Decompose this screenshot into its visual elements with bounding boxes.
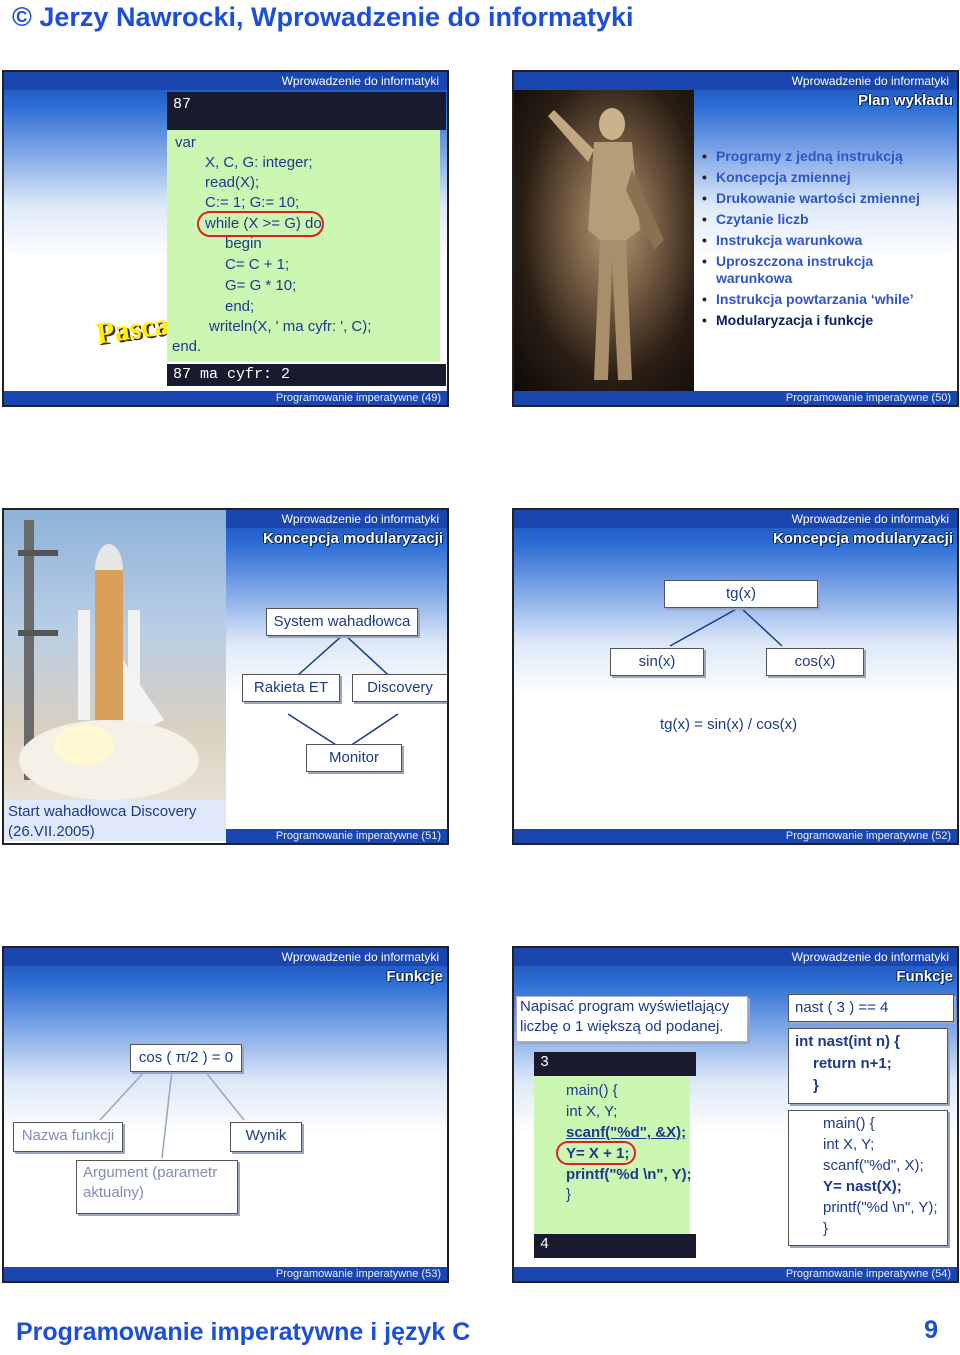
lecture-plan-list: Programy z jedną instrukcją Koncepcja zm… (700, 148, 950, 333)
statue-photo (514, 90, 694, 391)
code-line: main() { (566, 1082, 618, 1099)
slide-title: Koncepcja modularyzacji (772, 530, 953, 547)
slide-footer: Programowanie imperatywne (49) (4, 391, 447, 405)
code-line: printf("%d \n", Y); (823, 1199, 938, 1216)
slide-header: Wprowadzenie do informatyki (514, 510, 957, 528)
code-line: } (823, 1220, 829, 1237)
code-line: printf("%d \n", Y); (566, 1166, 692, 1183)
slide-54: Wprowadzenie do informatyki Funkcje Napi… (512, 946, 959, 1283)
result-label: Wynik (230, 1122, 302, 1152)
code-line: Y= X + 1; (566, 1145, 630, 1162)
slide-50: Wprowadzenie do informatyki Plan wykładu… (512, 70, 959, 407)
pascal-input-terminal: 87 (167, 92, 446, 130)
tg-tree-lines (669, 606, 783, 647)
slide-53: Wprowadzenie do informatyki Funkcje cos … (2, 946, 449, 1283)
code-line: X, C, G: integer; (205, 154, 313, 171)
photo-caption: Start wahadłowca Discovery (26.VII.2005) (4, 800, 226, 841)
code-line: main() { (823, 1115, 875, 1132)
slide-footer: Programowanie imperatywne (52) (514, 829, 957, 843)
nast-call-box: nast ( 3 ) == 4 (788, 994, 954, 1022)
slide-title: Funkcje (386, 968, 443, 985)
plan-item: Czytanie liczb (700, 211, 950, 228)
slide-title: Plan wykładu (857, 92, 953, 109)
tg-root-box: tg(x) (664, 580, 818, 608)
code-line: return n+1; (813, 1055, 892, 1072)
plan-item: Uproszczona instrukcja warunkowa (700, 253, 950, 287)
task-description: Napisać program wyświetlający liczbę o 1… (516, 996, 748, 1042)
code-line: end. (172, 338, 202, 355)
slide-title: Koncepcja modularyzacji (262, 530, 443, 547)
argument-label: Argument (parametr aktualny) (76, 1160, 238, 1214)
pascal-output-terminal: 87 ma cyfr: 2 (167, 364, 446, 386)
c-output-terminal: 4 (534, 1234, 696, 1258)
plan-item: Instrukcja warunkowa (700, 232, 950, 249)
document-title: © Jerzy Nawrocki, Wprowadzenie do inform… (12, 2, 634, 32)
slide-footer: Programowanie imperatywne (54) (514, 1267, 957, 1281)
code-line: C:= 1; G:= 10; (205, 194, 300, 211)
code-line: writeln(X, ' ma cyfr: ', C); (209, 318, 372, 335)
slide-49: Wprowadzenie do informatyki Pascal 87 va… (2, 70, 449, 407)
code-line: scanf("%d", &X); (566, 1124, 687, 1141)
function-parts-lines (99, 1069, 245, 1159)
code-line: C= C + 1; (225, 256, 290, 273)
function-name-label: Nazwa funkcji (13, 1122, 123, 1152)
slide-51: Wprowadzenie do informatyki Koncepcja mo… (2, 508, 449, 845)
tree-root-box: System wahadłowca (266, 608, 418, 636)
while-highlight-ring (197, 211, 324, 237)
c-input-terminal: 3 (534, 1052, 696, 1076)
main-with-nast-box: main() { int X, Y; scanf("%d", X); Y= na… (788, 1110, 948, 1246)
slide-header: Wprowadzenie do informatyki (4, 72, 447, 90)
slide-footer: Programowanie imperatywne (51) (226, 829, 447, 843)
code-line: begin (225, 235, 262, 252)
assignment-highlight-ring (556, 1141, 636, 1165)
code-line: G= G * 10; (225, 277, 297, 294)
function-expression-box: cos ( π/2 ) = 0 (130, 1044, 242, 1072)
slide-header: Wprowadzenie do informatyki (514, 72, 957, 90)
slide-footer: Programowanie imperatywne (50) (514, 391, 957, 405)
tree-left-box: Rakieta ET (242, 674, 340, 702)
nast-definition-box: int nast(int n) { return n+1; } (788, 1028, 948, 1104)
code-line: } (566, 1186, 572, 1203)
statue-figure-icon (548, 108, 664, 380)
slide-52: Wprowadzenie do informatyki Koncepcja mo… (512, 508, 959, 845)
code-line: int X, Y; (823, 1136, 875, 1153)
tree-bottom-box: Monitor (306, 744, 402, 772)
plan-item-current: Modularyzacja i funkcje (700, 312, 950, 329)
slide-header: Wprowadzenie do informatyki (4, 948, 447, 966)
tree-right-box: Discovery (352, 674, 447, 702)
code-line: Y= nast(X); (823, 1178, 902, 1195)
document-footer: Programowanie imperatywne i język C (16, 1318, 471, 1346)
code-line: } (813, 1077, 819, 1094)
sin-box: sin(x) (610, 648, 704, 676)
slide-header: Wprowadzenie do informatyki (514, 948, 957, 966)
pascal-code-panel (167, 130, 440, 362)
shuttle-icon (18, 520, 199, 800)
code-line: while (X >= G) do (205, 215, 322, 232)
slide-title: Funkcje (896, 968, 953, 985)
code-line: scanf("%d", X); (823, 1157, 924, 1174)
plan-item: Programy z jedną instrukcją (700, 148, 950, 165)
code-line: int nast(int n) { (795, 1033, 900, 1050)
plan-item: Koncepcja zmiennej (700, 169, 950, 186)
terminal-input-value: 87 (173, 96, 192, 113)
code-line: end; (225, 298, 255, 315)
plan-item: Drukowanie wartości zmiennej (700, 190, 950, 207)
slide-footer: Programowanie imperatywne (53) (4, 1267, 447, 1281)
cos-box: cos(x) (766, 648, 864, 676)
plan-item: Instrukcja powtarzania ‘while’ (700, 291, 950, 308)
code-line: int X, Y; (566, 1103, 618, 1120)
code-line: read(X); (205, 174, 260, 191)
shuttle-launch-photo (4, 510, 226, 800)
page-number: 9 (924, 1316, 938, 1344)
code-line: var (175, 134, 196, 151)
tg-formula: tg(x) = sin(x) / cos(x) (660, 716, 798, 733)
